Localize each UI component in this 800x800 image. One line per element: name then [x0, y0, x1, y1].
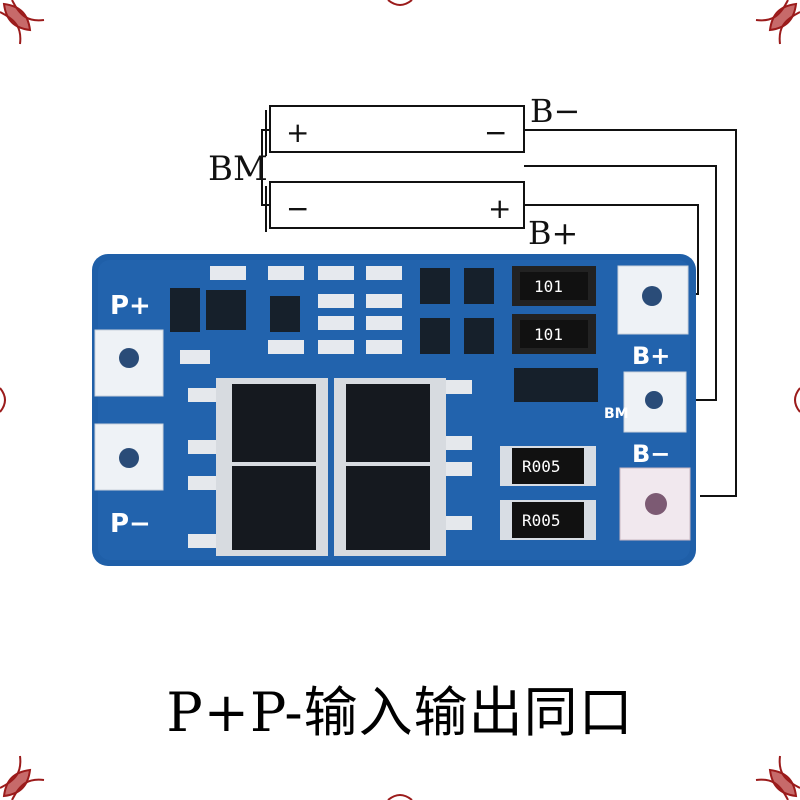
battery-top: + − — [265, 105, 525, 156]
resistor-2-label: 101 — [534, 325, 563, 344]
shunt-1-label: R005 — [522, 457, 561, 476]
caption: P+P-输入输出同口 — [166, 681, 634, 744]
resistor-1-label: 101 — [534, 277, 563, 296]
battery-bottom-plus: + — [488, 192, 511, 225]
battery-bottom: − + — [265, 181, 525, 232]
label-b-plus: B+ — [528, 214, 578, 252]
pad-p-plus-label: P+ — [110, 291, 151, 321]
pad-b-minus-label: B− — [632, 440, 670, 468]
pcb: P+ P− B+ BM B− 101 101 R005 R005 — [92, 254, 696, 566]
shunt-2-label: R005 — [522, 511, 561, 530]
label-b-minus: B− — [530, 92, 580, 130]
battery-top-minus: − — [484, 116, 507, 149]
pad-b-plus-label: B+ — [632, 342, 670, 370]
pad-bm-label: BM — [604, 406, 629, 422]
pad-p-minus-label: P− — [110, 509, 151, 539]
label-bm: BM — [208, 149, 268, 189]
battery-bottom-minus: − — [286, 192, 309, 225]
battery-top-plus: + — [286, 116, 309, 149]
